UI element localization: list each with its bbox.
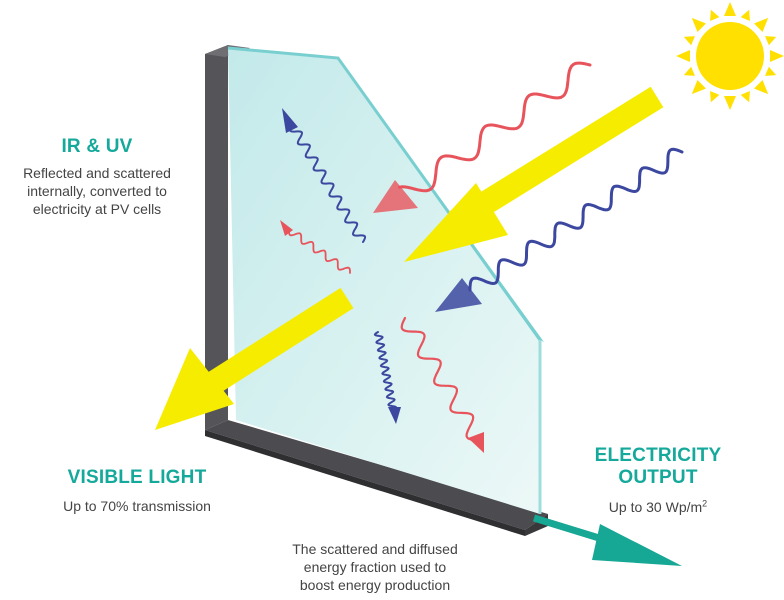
electricity-output-title-line: OUTPUT	[618, 467, 698, 488]
ir-uv-title: IR & UV	[61, 136, 133, 157]
scattered-energy-line: boost energy production	[299, 577, 451, 593]
electricity-output-unit-exponent: 2	[702, 498, 708, 509]
internal-ir-wave-up	[280, 220, 351, 274]
incoming-ultraviolet-wave	[435, 147, 684, 312]
scattered-energy-line: The scattered and diffused	[292, 541, 458, 557]
incoming-light-arrow	[404, 86, 664, 262]
visible-light-title: VISIBLE LIGHT	[67, 467, 207, 488]
scattered-energy-line: energy fraction used to	[303, 559, 447, 575]
scattered-energy-caption: The scattered and diffused energy fracti…	[262, 540, 488, 594]
glass-pane	[227, 46, 544, 514]
sun-icon	[676, 2, 784, 110]
visible-light-description: Up to 70% transmission	[63, 498, 211, 514]
ir-uv-description-line: internally, converted to	[27, 183, 167, 199]
ir-uv-description-line: electricity at PV cells	[32, 201, 162, 217]
internal-ir-wave-down	[400, 316, 484, 453]
electricity-output-description: Up to 30 Wp/m2	[578, 498, 738, 516]
internal-uv-wave-down	[373, 331, 401, 424]
window-frame	[205, 45, 548, 536]
electricity-output-title: ELECTRICITY OUTPUT	[578, 445, 738, 489]
electricity-output-title-line: ELECTRICITY	[594, 445, 722, 466]
ir-uv-description: Reflected and scattered internally, conv…	[0, 164, 194, 218]
ir-uv-label: IR & UV Reflected and scattered internal…	[0, 136, 194, 218]
internal-uv-wave-up	[282, 108, 367, 243]
transmitted-light-arrow	[155, 287, 354, 430]
electricity-output-value: Up to 30 Wp/m	[608, 499, 703, 515]
ir-uv-description-line: Reflected and scattered	[23, 165, 171, 181]
visible-light-label: VISIBLE LIGHT Up to 70% transmission	[20, 467, 254, 515]
electricity-output-label: ELECTRICITY OUTPUT Up to 30 Wp/m2	[578, 445, 738, 516]
electricity-output-arrow-icon	[532, 514, 682, 566]
incoming-infrared-wave	[373, 61, 592, 213]
